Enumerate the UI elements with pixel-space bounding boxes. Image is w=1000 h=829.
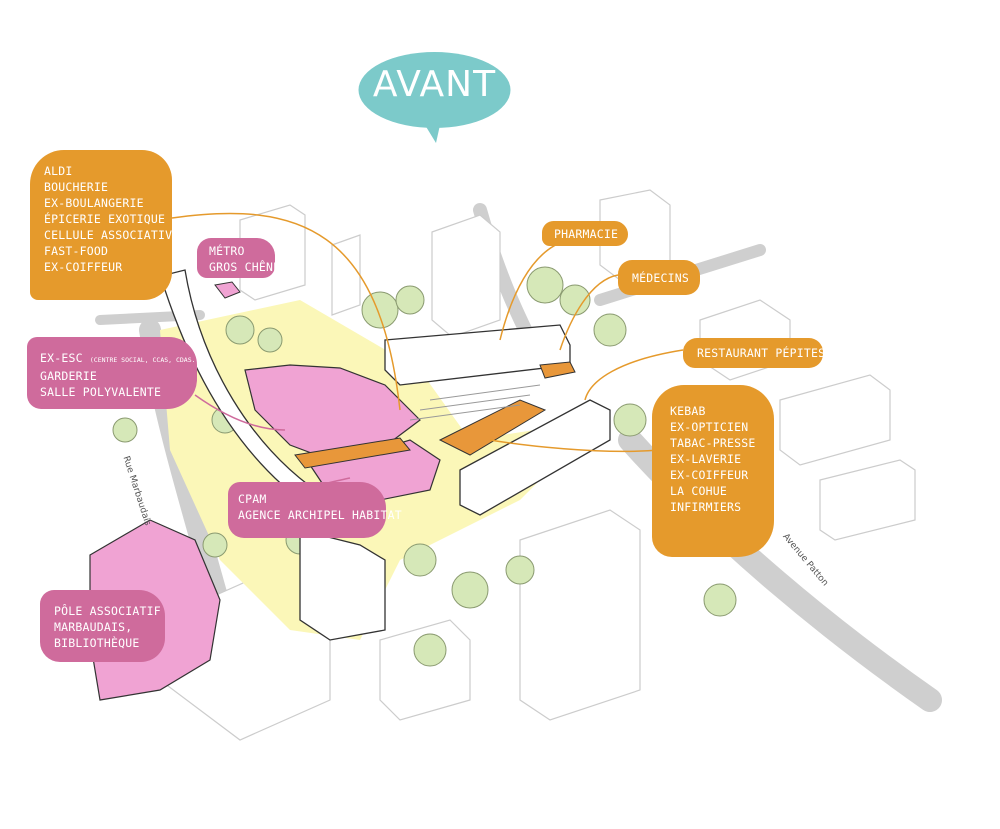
building-icon <box>519 509 641 721</box>
label-line: LA COHUE <box>670 484 727 498</box>
tree-icon <box>593 313 627 347</box>
tree-icon <box>526 266 564 304</box>
label-line: ÉPICERIE EXOTIQUE <box>44 212 166 226</box>
label-line: GARDERIE <box>40 369 97 383</box>
label-line: EX-OPTICIEN <box>670 420 749 434</box>
label-line: PHARMACIE <box>554 227 619 241</box>
retail-building-central <box>438 399 547 456</box>
tree-icon <box>505 555 535 585</box>
building-icon <box>331 234 361 316</box>
tree-icon <box>257 327 283 353</box>
label-shops-left: ALDI BOUCHERIE EX-BOULANGERIE ÉPICERIE E… <box>30 150 180 300</box>
label-line: SALLE POLYVALENTE <box>40 385 162 399</box>
avant-bubble-shape <box>358 52 511 128</box>
label-line: AGENCE ARCHIPEL HABITAT <box>238 508 402 522</box>
metro-station-icon <box>214 281 241 299</box>
label-line: INFIRMIERS <box>670 500 742 514</box>
tree-icon <box>413 633 447 667</box>
retail-building-west <box>294 437 411 469</box>
parking <box>409 384 541 421</box>
avant-title-bubble: AVANT <box>357 50 512 130</box>
label-line: RESTAURANT PÉPITES <box>697 346 826 360</box>
label-line: CPAM <box>238 492 267 506</box>
label-line: EX-ESC (CENTRE SOCIAL, CCAS, CDAS...) <box>40 350 207 368</box>
retail-building-north <box>539 361 576 379</box>
label-line: EX-BOULANGERIE <box>44 196 144 210</box>
tree-icon <box>451 571 489 609</box>
tree-icon <box>112 417 138 443</box>
housing-bar-north <box>384 324 571 386</box>
label-medecins: MÉDECINS <box>618 260 700 295</box>
page-title: AVANT <box>372 64 497 105</box>
label-ex-esc: EX-ESC (CENTRE SOCIAL, CCAS, CDAS...) GA… <box>27 337 207 409</box>
label-line: PÔLE ASSOCIATIF <box>54 604 161 618</box>
label-line: MARBAUDAIS, <box>54 620 133 634</box>
label-line: EX-COIFFEUR <box>44 260 123 274</box>
service-building-esc <box>244 364 421 461</box>
label-line: EX-LAVERIE <box>670 452 742 466</box>
tree-icon <box>361 291 399 329</box>
tree-icon <box>225 315 255 345</box>
building-icon <box>779 374 891 466</box>
label-line: MÉTRO <box>209 244 245 258</box>
tree-icon <box>395 285 425 315</box>
housing-tower-south <box>299 529 386 641</box>
label-metro: MÉTRO GROS CHÊNE <box>197 238 281 278</box>
label-pole-associatif: PÔLE ASSOCIATIF MARBAUDAIS, BIBLIOTHÈQUE <box>40 590 165 662</box>
label-line: CELLULE ASSOCIATIVE <box>44 228 180 242</box>
tree-icon <box>202 532 228 558</box>
label-cpam: CPAM AGENCE ARCHIPEL HABITAT <box>228 482 402 538</box>
avant-bubble-tail <box>425 125 440 143</box>
housing-bar-east <box>459 399 611 516</box>
label-line: ALDI <box>44 164 73 178</box>
tree-icon <box>403 543 437 577</box>
label-line: TABAC-PRESSE <box>670 436 756 450</box>
label-line: BOUCHERIE <box>44 180 109 194</box>
label-line: GROS CHÊNE <box>209 260 281 274</box>
label-line: EX-COIFFEUR <box>670 468 749 482</box>
label-line: BIBLIOTHÈQUE <box>54 636 140 650</box>
context-buildings <box>159 189 916 741</box>
tree-icon <box>703 583 737 617</box>
tree-icon <box>613 403 647 437</box>
building-icon <box>431 214 501 338</box>
label-restaurant: RESTAURANT PÉPITES <box>683 338 826 368</box>
building-icon <box>379 619 471 721</box>
label-line: MÉDECINS <box>632 271 689 285</box>
esc-title: EX-ESC <box>40 351 83 365</box>
label-shops-right: KEBAB EX-OPTICIEN TABAC-PRESSE EX-LAVERI… <box>652 385 774 557</box>
tree-icon <box>559 284 591 316</box>
esc-note: (CENTRE SOCIAL, CCAS, CDAS...) <box>89 356 208 364</box>
label-line: KEBAB <box>670 404 706 418</box>
building-icon <box>819 459 916 541</box>
label-line: FAST-FOOD <box>44 244 109 258</box>
label-pharmacie: PHARMACIE <box>542 221 628 246</box>
